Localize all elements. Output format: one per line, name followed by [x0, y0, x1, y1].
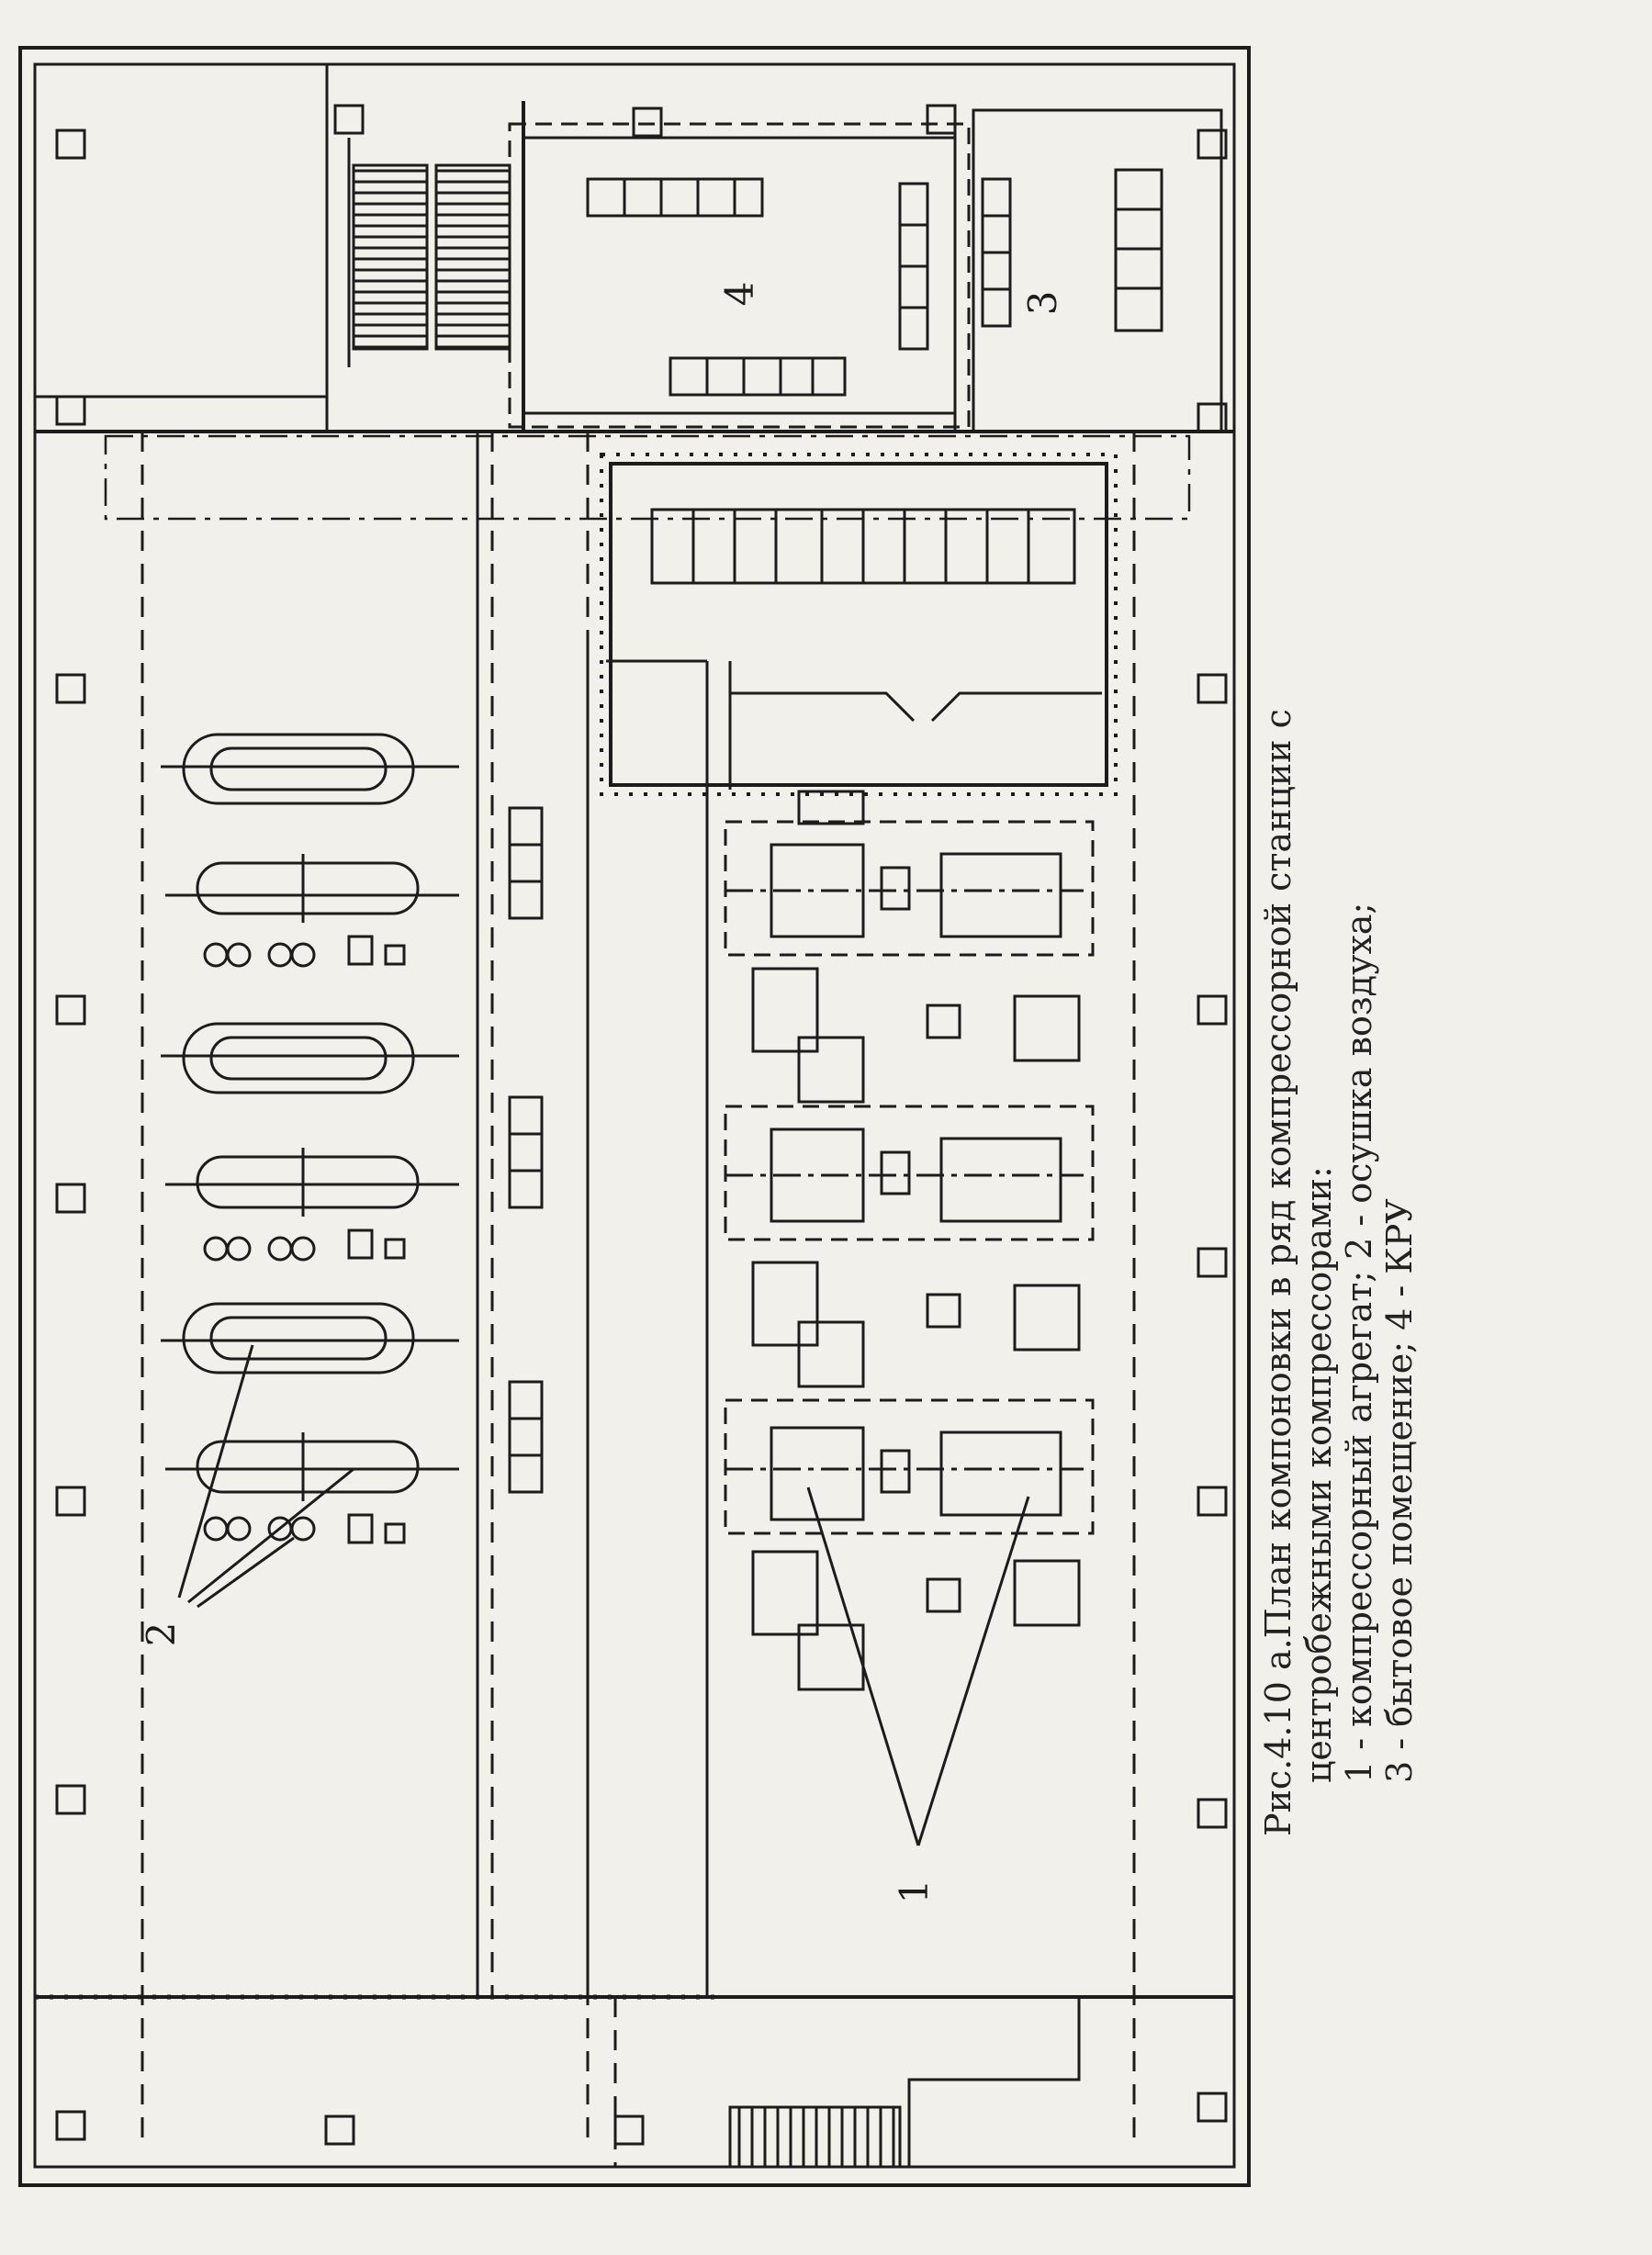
room-4-label: 4	[717, 282, 762, 307]
bottom-stair	[728, 2105, 902, 2169]
stair-room	[33, 62, 329, 433]
caption-title-line-2: центробежными компрессорами:	[1298, 1166, 1339, 1783]
caption-legend-line-2: 3 - бытовое помещение; 4 - КРУ	[1379, 1198, 1420, 1783]
outer-wall	[18, 46, 1251, 2187]
caption-title-line-1: Рис.4.10 а.План компоновки в ряд компрес…	[1258, 709, 1298, 1836]
inner-wall	[33, 62, 1236, 2169]
switchgear-room	[609, 462, 1108, 787]
stair-flight-2	[434, 163, 511, 351]
air-dryer-units	[161, 733, 459, 1544]
callout-2-label: 2	[139, 1622, 184, 1647]
compressor-units	[724, 820, 1095, 1691]
figure-caption: Рис.4.10 а.План компоновки в ряд компрес…	[1258, 551, 1534, 1836]
room-3-label: 3	[1020, 291, 1065, 316]
stair-flight-1	[352, 163, 429, 351]
caption-legend-line-1: 1 - компрессорный агрегат; 2 - осушка во…	[1339, 902, 1379, 1783]
callout-1-label: 1	[892, 1879, 937, 1904]
